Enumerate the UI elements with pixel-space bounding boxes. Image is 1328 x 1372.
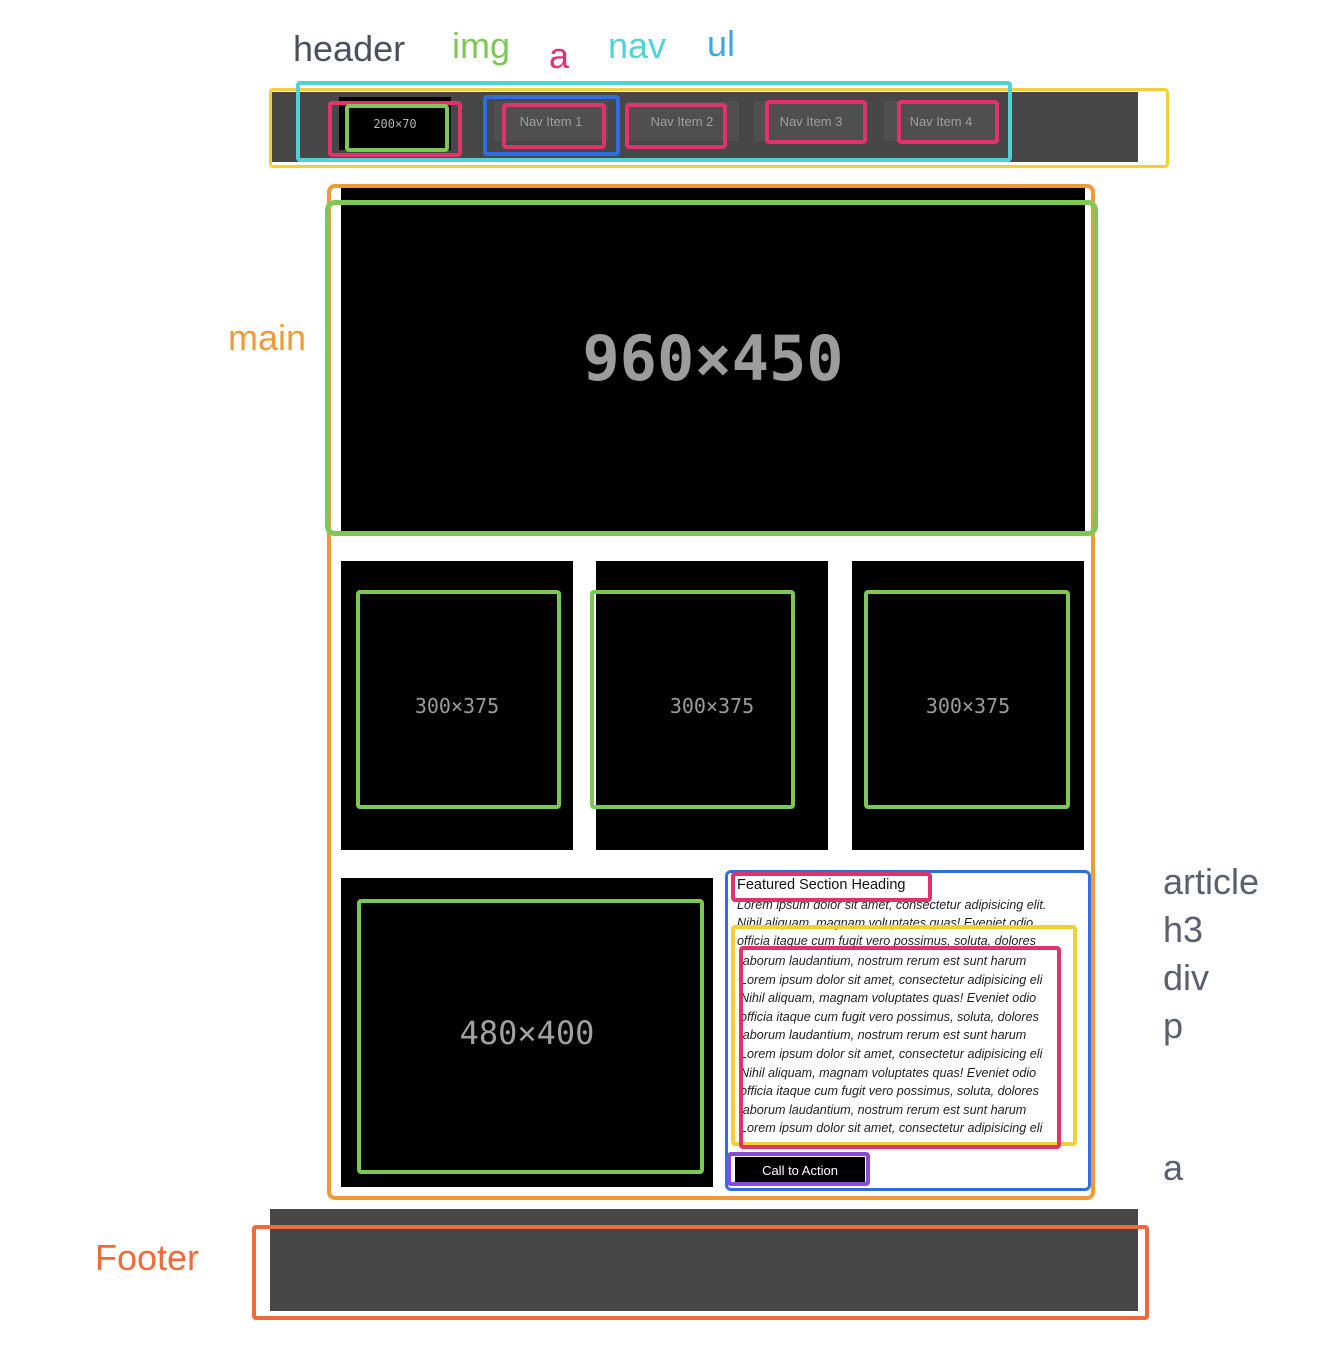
cta-button[interactable]: Call to Action [735,1157,865,1183]
label-article: article [1163,861,1260,902]
h3-box [731,872,932,902]
ul-box [483,95,620,156]
card-image-1: 300×375 [341,561,573,850]
article-intro-text: Lorem ipsum dolor sit amet, consectetur … [737,898,1047,948]
nav-item-3[interactable]: Nav Item 3 [754,101,868,141]
card-image-2: 300×375 [596,561,828,850]
article-box [725,870,1091,1191]
p-box [739,946,1061,1149]
label-div: div [1163,957,1210,998]
label-ul: ul [707,23,736,64]
article-paragraph: laborum laudantium, nostrum rerum est su… [740,954,1043,1136]
main-box [327,184,1095,1200]
cta-label: Call to Action [762,1162,838,1178]
feature-img-box [357,899,704,1174]
hero-size-label: 960×450 [582,322,844,395]
label-img: img [452,25,511,66]
label-header: header [293,28,406,69]
label-footer: Footer [95,1237,200,1278]
logo-size-label: 200×70 [373,116,417,131]
label-p: p [1163,1005,1184,1046]
nav-item-2[interactable]: Nav Item 2 [625,101,739,141]
card-1-size-label: 300×375 [414,693,500,718]
card-image-3: 300×375 [852,561,1084,850]
div-box [731,925,1077,1146]
card-img-2-box [590,590,795,809]
article-heading: Featured Section Heading [737,877,906,893]
nav-link-4-box [897,100,999,144]
nav-item-4[interactable]: Nav Item 4 [884,101,998,141]
feature-size-label: 480×400 [459,1013,595,1052]
hero-img-box [325,200,1098,536]
card-2-size-label: 300×375 [669,693,755,718]
nav-link-2-box [625,103,727,149]
logo-img-box [345,104,449,152]
nav-box [296,81,1012,162]
label-a-cta: a [1163,1147,1184,1188]
card-img-1-box [356,590,561,809]
header-box [269,88,1169,168]
label-h3: h3 [1163,909,1204,950]
label-main: main [228,317,307,358]
nav-item-1[interactable]: Nav Item 1 [494,101,608,141]
label-a: a [549,35,570,76]
label-nav: nav [608,25,667,66]
card-img-3-box [864,590,1070,809]
hero-image: 960×450 [341,185,1085,532]
feature-image: 480×400 [341,878,713,1187]
card-3-size-label: 300×375 [925,693,1011,718]
footer-box [252,1225,1149,1320]
nav-link-1-box [502,103,606,149]
logo-link-box [328,101,462,157]
nav-link-3-box [765,100,867,144]
cta-box [727,1152,870,1186]
